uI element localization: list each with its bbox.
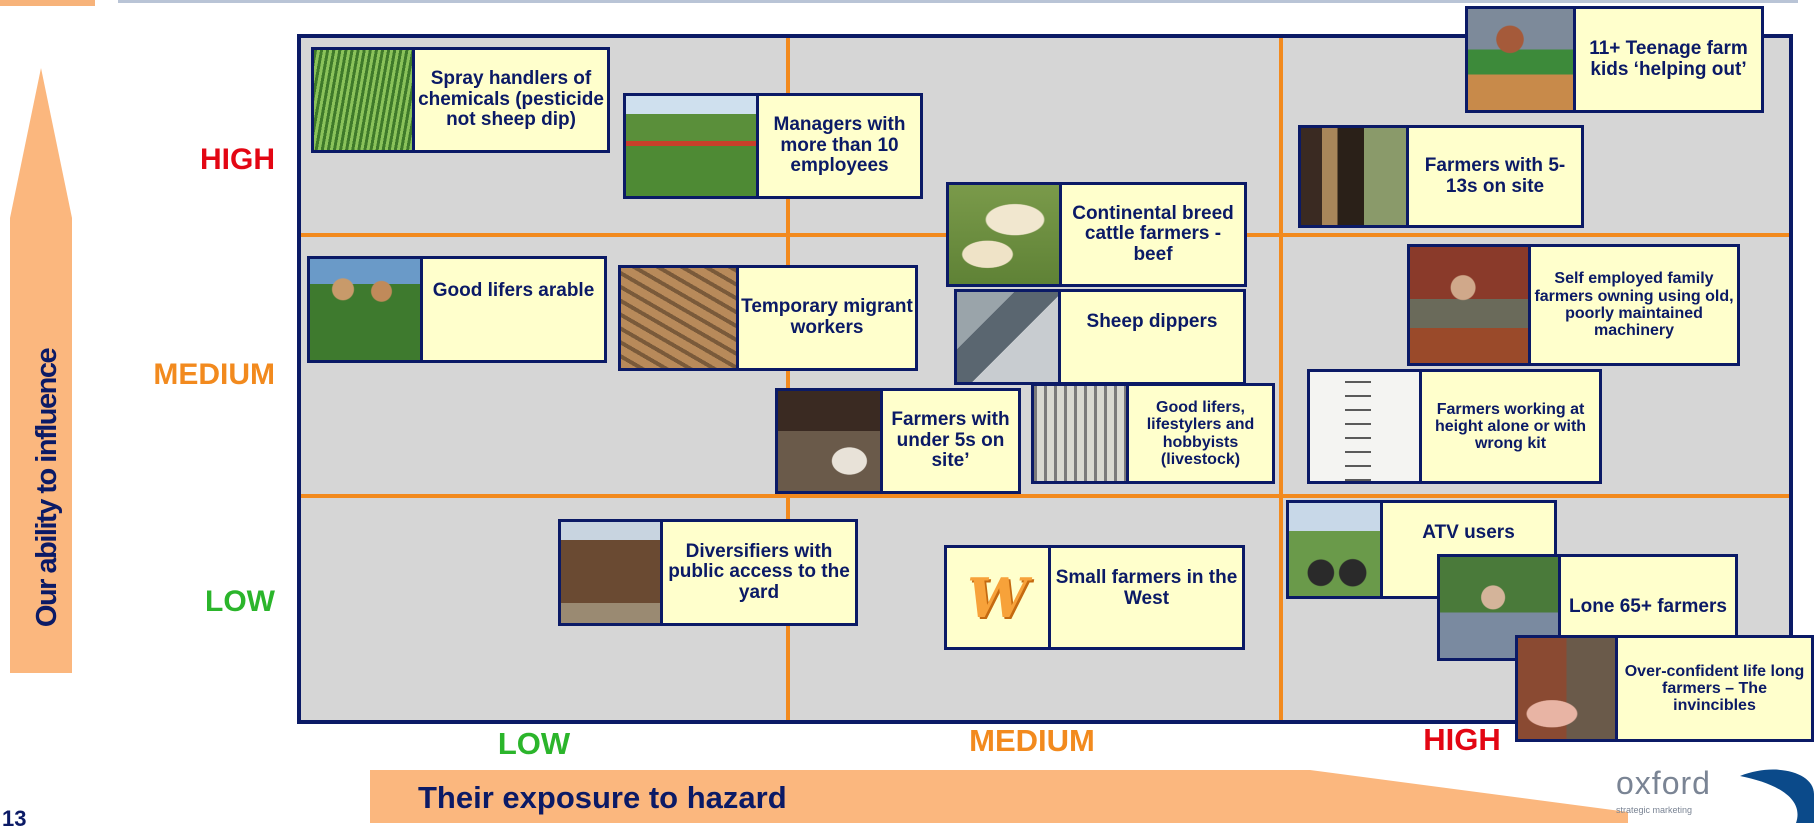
crop-field-photo (314, 50, 415, 150)
segment-card-self-employed: Self employed family farmers owning usin… (1407, 244, 1740, 366)
segment-card-good-lifers-livestock: Good lifers, lifestylers and hobbyists (… (1031, 383, 1275, 484)
ladder-photo (1310, 372, 1422, 481)
slide-number: 13 (2, 806, 27, 831)
x-axis-title: Their exposure to hazard (418, 780, 787, 815)
segment-card-farmers-5-13s: Farmers with 5-13s on site (1298, 125, 1584, 228)
segment-card-over-confident: Over-confident life long farmers – The i… (1515, 635, 1814, 742)
segment-label: Good lifers, lifestylers and hobbyists (… (1146, 398, 1255, 468)
y-axis-title: Our ability to influence (31, 348, 63, 628)
top-decoration-bar (0, 0, 1814, 6)
x-level-high: HIGH (1423, 722, 1501, 757)
crop-sprayer-photo (626, 96, 759, 196)
y-level-medium: MEDIUM (153, 358, 275, 391)
segment-label: Small farmers in the West (1055, 567, 1238, 609)
quad-bike-photo (1289, 503, 1383, 596)
segment-card-diversifiers: Diversifiers with public access to the y… (558, 519, 858, 626)
oxford-logo-swoosh (1740, 769, 1814, 823)
segment-card-under-5s: Farmers with under 5s on site’ (775, 388, 1021, 494)
grid-vertical-line-1 (786, 38, 790, 720)
top-blue-rule (118, 0, 1798, 3)
segment-label: Self employed family farmers owning usin… (1534, 270, 1734, 340)
barn-photo (561, 522, 663, 623)
segment-label: Managers with more than 10 employees (773, 114, 906, 177)
segment-card-teenage-kids: 11+ Teenage farm kids ‘helping out’ (1465, 6, 1764, 113)
segment-card-spray-handlers: Spray handlers of chemicals (pesticide n… (311, 47, 610, 153)
segment-card-temporary-migrant: Temporary migrant workers (618, 265, 918, 371)
segment-label: ATV users (1422, 522, 1515, 543)
segment-card-good-lifers-arable: Good lifers arable (307, 256, 607, 363)
segment-label: Farmers working at height alone or with … (1434, 400, 1587, 453)
segment-label: Over-confident life long farmers – The i… (1624, 662, 1805, 715)
segment-label: 11+ Teenage farm kids ‘helping out’ (1589, 37, 1748, 80)
cattle-photo (949, 185, 1062, 284)
segment-label: Diversifiers with public access to the y… (668, 540, 850, 603)
segment-label: Spray handlers of chemicals (pesticide n… (418, 68, 604, 131)
segment-label: Lone 65+ farmers (1569, 596, 1727, 618)
segment-card-working-at-height: Farmers working at height alone or with … (1307, 369, 1602, 484)
segment-label: Sheep dippers (1086, 311, 1218, 332)
couple-garden-photo (310, 259, 423, 360)
old-tractor-photo (1410, 247, 1531, 363)
x-axis-arrow-shape (370, 770, 1628, 823)
cow-shed-photo (1301, 128, 1409, 225)
pen-photo (1034, 386, 1129, 481)
segment-label: Temporary migrant workers (741, 296, 913, 338)
y-level-high: HIGH (200, 143, 275, 176)
x-level-low: LOW (497, 726, 571, 761)
segment-card-sheep-dippers: Sheep dippers (954, 289, 1246, 385)
segment-label: Farmers with 5-13s on site (1424, 154, 1566, 197)
grid-horizontal-line-2 (301, 494, 1789, 498)
y-level-low: LOW (205, 585, 275, 618)
top-orange-tab (0, 0, 95, 6)
grid-vertical-line-2 (1279, 38, 1283, 720)
segment-card-small-farmers-west: W Small farmers in the West (944, 545, 1245, 650)
y-axis-arrow: Our ability to influence (10, 68, 72, 673)
oxford-logo-text: oxford (1616, 765, 1711, 801)
segment-label: Farmers with under 5s on site’ (891, 409, 1010, 472)
y-axis-arrow-shape (10, 68, 72, 673)
oxford-logo: oxford strategic marketing (1610, 764, 1814, 823)
crates-photo (621, 268, 739, 368)
sheep-dip-photo (957, 292, 1061, 382)
segment-card-managers: Managers with more than 10 employees (623, 93, 923, 199)
w-logo: W (947, 548, 1051, 647)
x-axis-arrow (370, 770, 1628, 823)
pig-photo (1518, 638, 1618, 739)
child-goats-photo (778, 391, 883, 491)
kid-vegetables-photo (1468, 9, 1576, 110)
segment-card-continental-cattle: Continental breed cattle farmers - beef (946, 182, 1247, 287)
w-logo-letter: W (967, 565, 1028, 630)
x-level-medium: MEDIUM (969, 723, 1095, 758)
oxford-logo-subtext: strategic marketing (1616, 805, 1693, 815)
segment-label: Continental breed cattle farmers - beef (1072, 202, 1234, 265)
segment-label: Good lifers arable (432, 280, 595, 301)
